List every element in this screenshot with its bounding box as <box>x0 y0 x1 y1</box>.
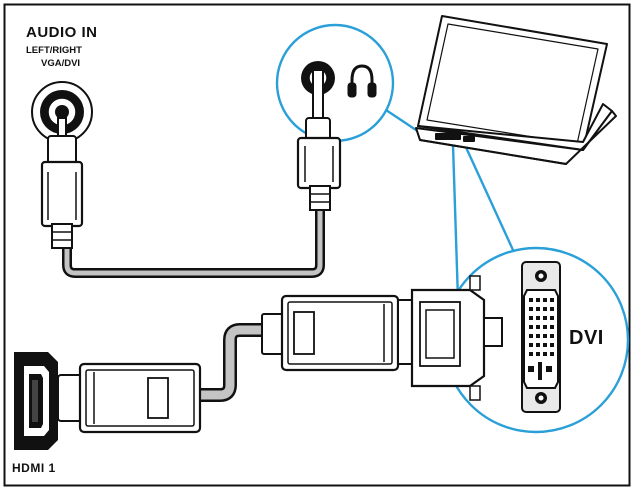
laptop <box>415 15 617 165</box>
hdmi-label: HDMI 1 <box>12 461 56 475</box>
dvi-pin <box>550 352 554 356</box>
dvi-pin <box>550 325 554 329</box>
dvi-pin <box>543 343 547 347</box>
audio-callout-circle <box>275 23 395 143</box>
dvi-pin <box>550 343 554 347</box>
dvi-pin <box>543 298 547 302</box>
vga-dvi-label: VGA/DVI <box>41 58 81 69</box>
dvi-pin <box>543 334 547 338</box>
dvi-pin-grid <box>529 298 554 356</box>
dvi-pin <box>543 352 547 356</box>
dvi-pin <box>536 325 540 329</box>
dvi-pin <box>529 298 533 302</box>
audio-in-label: AUDIO IN <box>26 24 98 41</box>
dvi-pin <box>543 316 547 320</box>
dvi-label: DVI <box>569 327 604 349</box>
hdmi-port <box>14 352 58 450</box>
audio-cable <box>40 61 342 278</box>
dvi-pin <box>550 316 554 320</box>
dvi-pin <box>543 325 547 329</box>
laptop-port-audio <box>463 136 475 142</box>
dvi-pin <box>529 325 533 329</box>
dvi-pin <box>536 307 540 311</box>
dvi-pin <box>536 298 540 302</box>
dvi-port <box>521 261 561 413</box>
dvi-callout-line-left <box>451 144 460 301</box>
audio-in-jack <box>31 81 93 143</box>
dvi-pin <box>529 307 533 311</box>
dvi-pin <box>536 343 540 347</box>
dvi-pin <box>529 316 533 320</box>
dvi-pin <box>536 352 540 356</box>
left-right-label: LEFT/RIGHT <box>26 45 82 56</box>
dvi-pin <box>543 307 547 311</box>
dvi-pin <box>529 334 533 338</box>
hdmi-dvi-cable <box>57 275 503 434</box>
dvi-pin <box>550 298 554 302</box>
dvi-pin <box>529 343 533 347</box>
dvi-callout-line-right <box>462 142 515 251</box>
dvi-pin <box>550 307 554 311</box>
diagram-frame <box>3 3 631 487</box>
dvi-pin <box>536 334 540 338</box>
laptop-base-edge <box>419 139 567 165</box>
dvi-pin <box>529 352 533 356</box>
laptop-port-dvi <box>435 133 461 140</box>
dvi-pin <box>550 334 554 338</box>
dvi-pin <box>536 316 540 320</box>
headphone-icon <box>347 64 377 98</box>
